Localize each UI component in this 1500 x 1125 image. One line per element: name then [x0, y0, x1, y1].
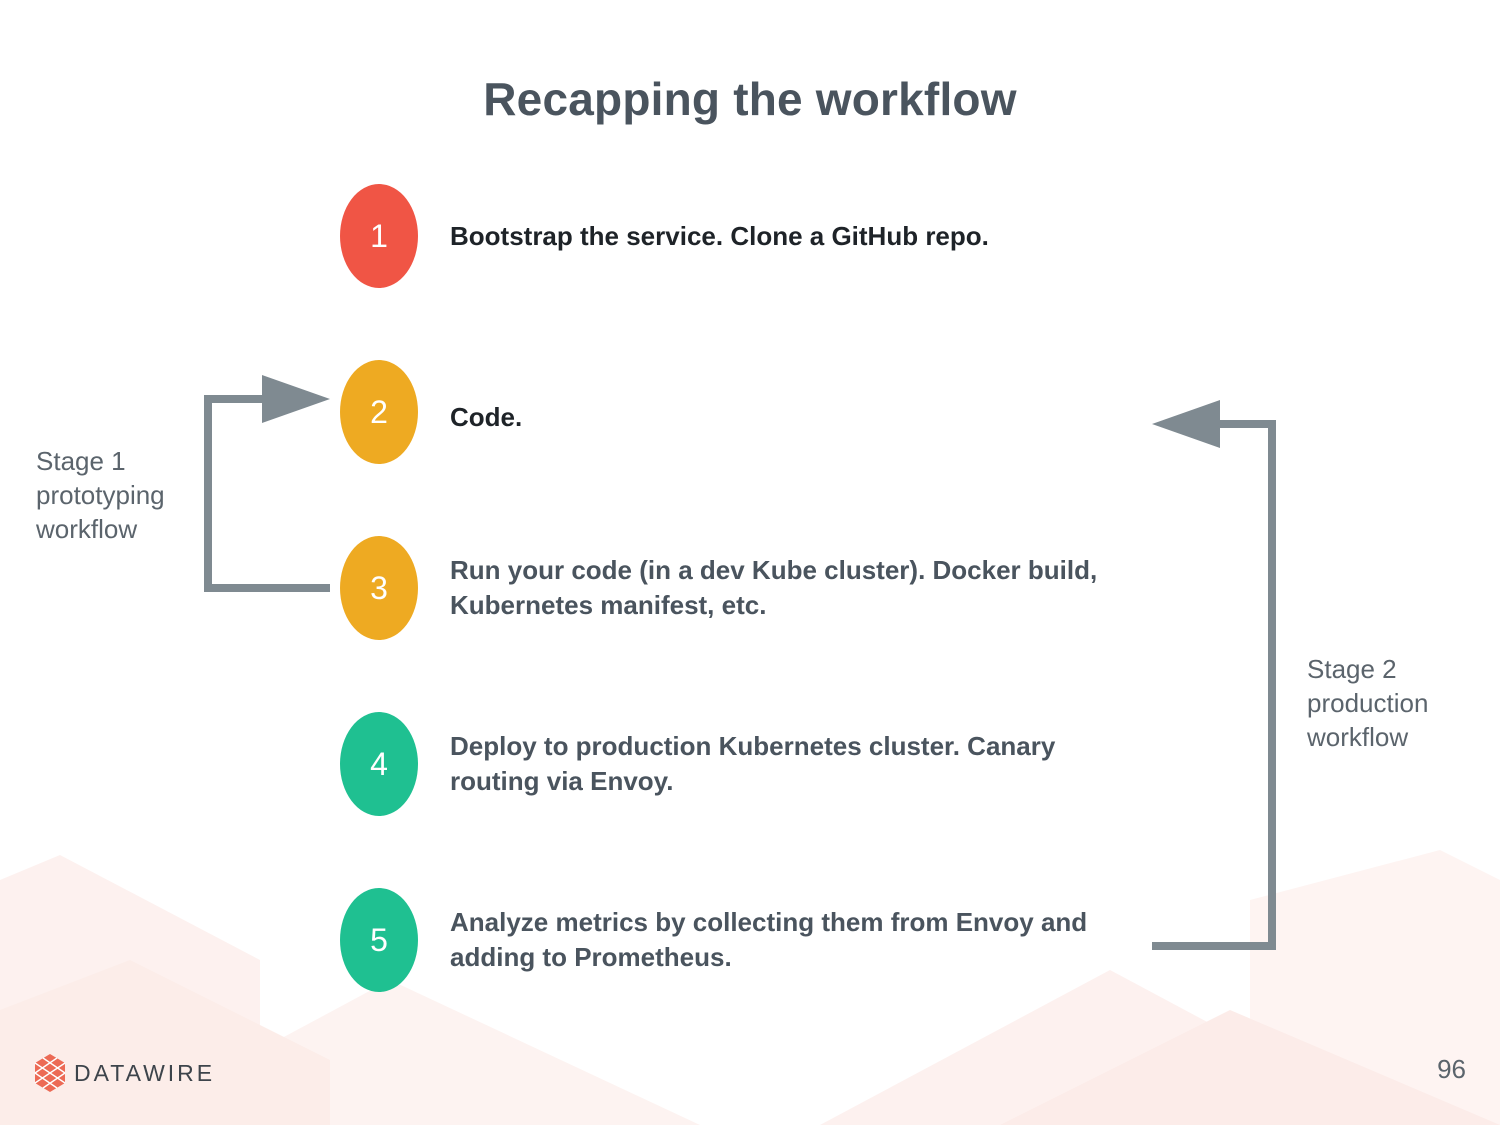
stage2-arrow-head	[1152, 400, 1220, 448]
step-5: 5 Analyze metrics by collecting them fro…	[340, 888, 1140, 994]
step-3: 3 Run your code (in a dev Kube cluster).…	[340, 536, 1140, 642]
step-description: Run your code (in a dev Kube cluster). D…	[450, 555, 1098, 620]
stage2-label: Stage 2 production workflow	[1307, 654, 1429, 752]
brand-name: DATAWIRE	[74, 1059, 216, 1086]
step-description: Deploy to production Kubernetes cluster.…	[450, 731, 1056, 796]
step-number-badge: 4	[340, 712, 418, 816]
step-description: Bootstrap the service. Clone a GitHub re…	[450, 220, 989, 251]
step-description: Code.	[450, 401, 523, 432]
step-description: Analyze metrics by collecting them from …	[450, 907, 1088, 972]
step-4: 4 Deploy to production Kubernetes cluste…	[340, 712, 1140, 818]
step-number-badge: 1	[340, 184, 418, 288]
step-2: 2 Code.	[340, 360, 1140, 466]
step-number-badge: 3	[340, 536, 418, 640]
stage1-label: Stage 1 prototyping workflow	[36, 446, 165, 544]
step-number-badge: 5	[340, 888, 418, 992]
page-number: 96	[1437, 1054, 1466, 1084]
stage1-loop-arrow-line	[204, 395, 330, 592]
stage2-loop-arrow-line	[1152, 420, 1276, 950]
stage1-arrow-head	[262, 375, 330, 423]
datawire-logo-icon	[34, 1054, 66, 1092]
datawire-logo: DATAWIRE	[34, 1050, 215, 1096]
slide-title: Recapping the workflow	[483, 73, 1017, 125]
step-1: 1 Bootstrap the service. Clone a GitHub …	[340, 184, 1140, 290]
step-number-badge: 2	[340, 360, 418, 464]
